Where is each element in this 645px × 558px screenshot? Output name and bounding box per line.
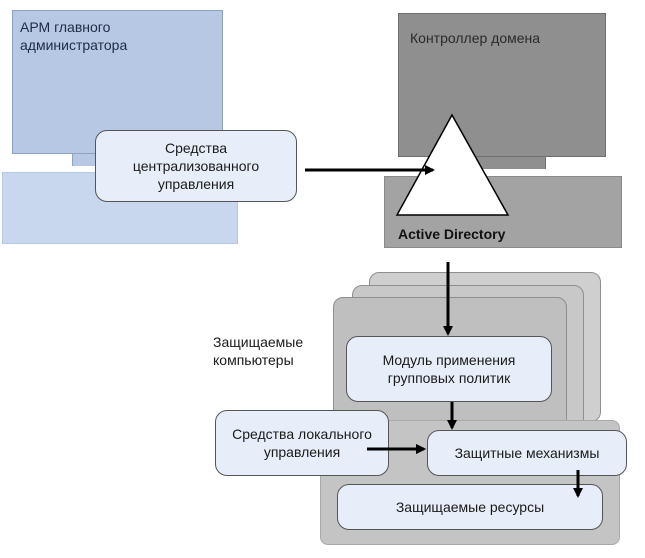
protection-mechanisms-box: Защитные механизмы — [427, 430, 627, 476]
active-directory-label: Active Directory — [398, 226, 506, 242]
group-policy-module-label: Модуль применения групповых политик — [382, 352, 516, 386]
local-management-tools-label: Средства локального управления — [232, 426, 372, 460]
protected-resources-box: Защищаемые ресурсы — [337, 484, 603, 530]
protected-computers-label: Защищаемые компьютеры — [213, 334, 304, 368]
active-directory-triangle — [395, 113, 510, 216]
protected-resources-label: Защищаемые ресурсы — [395, 499, 545, 515]
group-policy-module-box: Модуль применения групповых политик — [346, 336, 552, 402]
controller-monitor — [398, 13, 606, 157]
protection-mechanisms-label: Защитные механизмы — [454, 445, 600, 461]
workstation-label: АРМ главного администратора — [20, 19, 128, 53]
controller-label: Контроллер домена — [410, 30, 541, 46]
central-management-tools-label: Средства централизованного управления — [132, 140, 260, 192]
local-management-tools-box: Средства локального управления — [215, 410, 389, 476]
central-management-tools-box: Средства централизованного управления — [95, 130, 297, 202]
